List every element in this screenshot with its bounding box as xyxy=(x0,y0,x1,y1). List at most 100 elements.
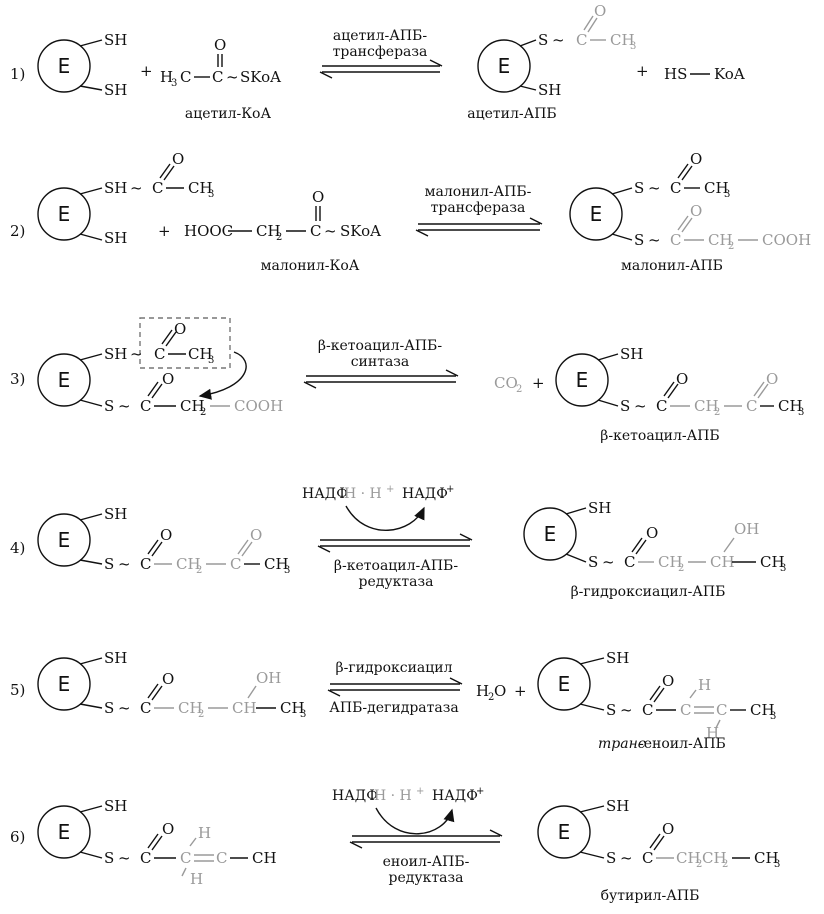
svg-text:+: + xyxy=(476,786,484,797)
svg-text:S: S xyxy=(538,31,548,49)
svg-text:3: 3 xyxy=(630,41,636,52)
svg-text:2: 2 xyxy=(678,563,684,574)
svg-text:3: 3 xyxy=(780,563,786,574)
svg-text:C: C xyxy=(230,555,241,573)
thiol-group: SH xyxy=(104,31,127,49)
svg-text:O: O xyxy=(690,150,702,168)
svg-text:3): 3) xyxy=(10,370,25,388)
svg-text:SH: SH xyxy=(606,797,629,815)
svg-text:C: C xyxy=(216,849,227,867)
svg-text:C: C xyxy=(212,68,223,86)
svg-text:C: C xyxy=(140,699,151,717)
svg-text:CH: CH xyxy=(704,179,729,197)
svg-text:O: O xyxy=(162,370,174,388)
svg-text:HOOC: HOOC xyxy=(184,222,233,240)
svg-text:C: C xyxy=(746,397,757,415)
svg-text:~: ~ xyxy=(634,397,647,415)
svg-text:Н · Н: Н · Н xyxy=(374,788,412,804)
svg-text:3: 3 xyxy=(770,711,776,722)
svg-text:SH: SH xyxy=(104,179,127,197)
svg-text:~: ~ xyxy=(648,231,661,249)
svg-text:SH: SH xyxy=(104,229,127,247)
enzyme-circle xyxy=(37,187,91,241)
cofactor-in: НАДФ xyxy=(302,486,348,502)
svg-text:S: S xyxy=(104,849,114,867)
svg-text:SH: SH xyxy=(538,81,561,99)
svg-text:C: C xyxy=(642,701,653,719)
svg-text:C: C xyxy=(154,345,165,363)
svg-text:CH: CH xyxy=(658,553,683,571)
svg-text:O: O xyxy=(662,672,674,690)
cofactor-arrow xyxy=(345,505,425,531)
svg-text:O: O xyxy=(594,2,606,20)
svg-text:C: C xyxy=(716,701,727,719)
svg-text:COOH: COOH xyxy=(234,397,283,415)
enzyme-circle xyxy=(569,187,623,241)
svg-text:~: ~ xyxy=(552,31,565,49)
svg-text:S: S xyxy=(634,231,644,249)
svg-text:+: + xyxy=(636,62,649,80)
svg-text:C: C xyxy=(642,849,653,867)
svg-text:HS: HS xyxy=(664,65,687,83)
svg-text:O: O xyxy=(160,526,172,544)
svg-text:+: + xyxy=(532,374,545,392)
svg-text:OH: OH xyxy=(734,520,759,538)
svg-text:~: ~ xyxy=(648,179,661,197)
enzyme-circle xyxy=(537,805,591,859)
svg-text:~: ~ xyxy=(118,699,131,717)
reaction-4: 4) E SH S ~ C O CH 2 C O CH 3 НАДФ Н · Н… xyxy=(10,484,786,600)
svg-text:3: 3 xyxy=(208,355,214,366)
svg-text:O: O xyxy=(662,820,674,838)
svg-text:CH: CH xyxy=(264,555,289,573)
svg-text:~: ~ xyxy=(118,555,131,573)
svg-text:β-кетоацил-АПБ-: β-кетоацил-АПБ- xyxy=(318,338,442,354)
svg-text:CH: CH xyxy=(760,553,785,571)
svg-text:C: C xyxy=(656,397,667,415)
svg-text:E: E xyxy=(558,820,571,844)
svg-text:+: + xyxy=(446,484,454,495)
svg-text:синтаза: синтаза xyxy=(351,354,410,370)
product-label-italic: транс xyxy=(598,736,646,752)
svg-text:E: E xyxy=(558,672,571,696)
svg-text:2: 2 xyxy=(276,232,282,243)
svg-text:S: S xyxy=(620,397,630,415)
enzyme-circle xyxy=(37,657,91,711)
svg-text:2: 2 xyxy=(714,407,720,418)
svg-text:2: 2 xyxy=(198,709,204,720)
enzyme-circle xyxy=(523,507,577,561)
svg-text:E: E xyxy=(58,528,71,552)
svg-text:5): 5) xyxy=(10,681,25,699)
svg-text:C: C xyxy=(670,231,681,249)
svg-text:S: S xyxy=(104,397,114,415)
svg-text:H: H xyxy=(706,724,719,742)
svg-text:H: H xyxy=(698,676,711,694)
svg-text:CH: CH xyxy=(232,699,257,717)
svg-text:SH: SH xyxy=(588,499,611,517)
svg-text:еноил-АПБ-: еноил-АПБ- xyxy=(383,854,470,870)
svg-text:CH: CH xyxy=(676,849,701,867)
reaction-5: 5) E SH S ~ C O CH 2 CH OH CH 3 β-гидрок… xyxy=(10,649,776,752)
product-label: ацетил-АПБ xyxy=(467,106,556,122)
svg-text:2: 2 xyxy=(200,407,206,418)
svg-text:S: S xyxy=(588,553,598,571)
enzyme-circle xyxy=(477,39,531,93)
svg-text:O: O xyxy=(174,320,186,338)
methyl-h: H xyxy=(160,68,173,86)
svg-text:2: 2 xyxy=(696,859,702,870)
svg-text:OH: OH xyxy=(256,669,281,687)
svg-text:O: O xyxy=(690,202,702,220)
svg-text:+: + xyxy=(158,222,171,240)
svg-text:малонил-АПБ: малонил-АПБ xyxy=(621,258,723,274)
svg-text:O: O xyxy=(646,524,658,542)
reaction-3: 3) E SH ~ C O CH 3 S ~ C O CH 2 COOH β-к… xyxy=(10,317,804,444)
svg-text:C: C xyxy=(576,31,587,49)
enzyme-circle xyxy=(555,353,609,407)
svg-text:O: O xyxy=(250,526,262,544)
svg-text:CH: CH xyxy=(188,345,213,363)
svg-text:2): 2) xyxy=(10,222,25,240)
svg-text:3: 3 xyxy=(208,189,214,200)
svg-text:3: 3 xyxy=(724,189,730,200)
svg-text:малонил-КоА: малонил-КоА xyxy=(261,258,360,274)
svg-text:O: O xyxy=(214,36,226,54)
